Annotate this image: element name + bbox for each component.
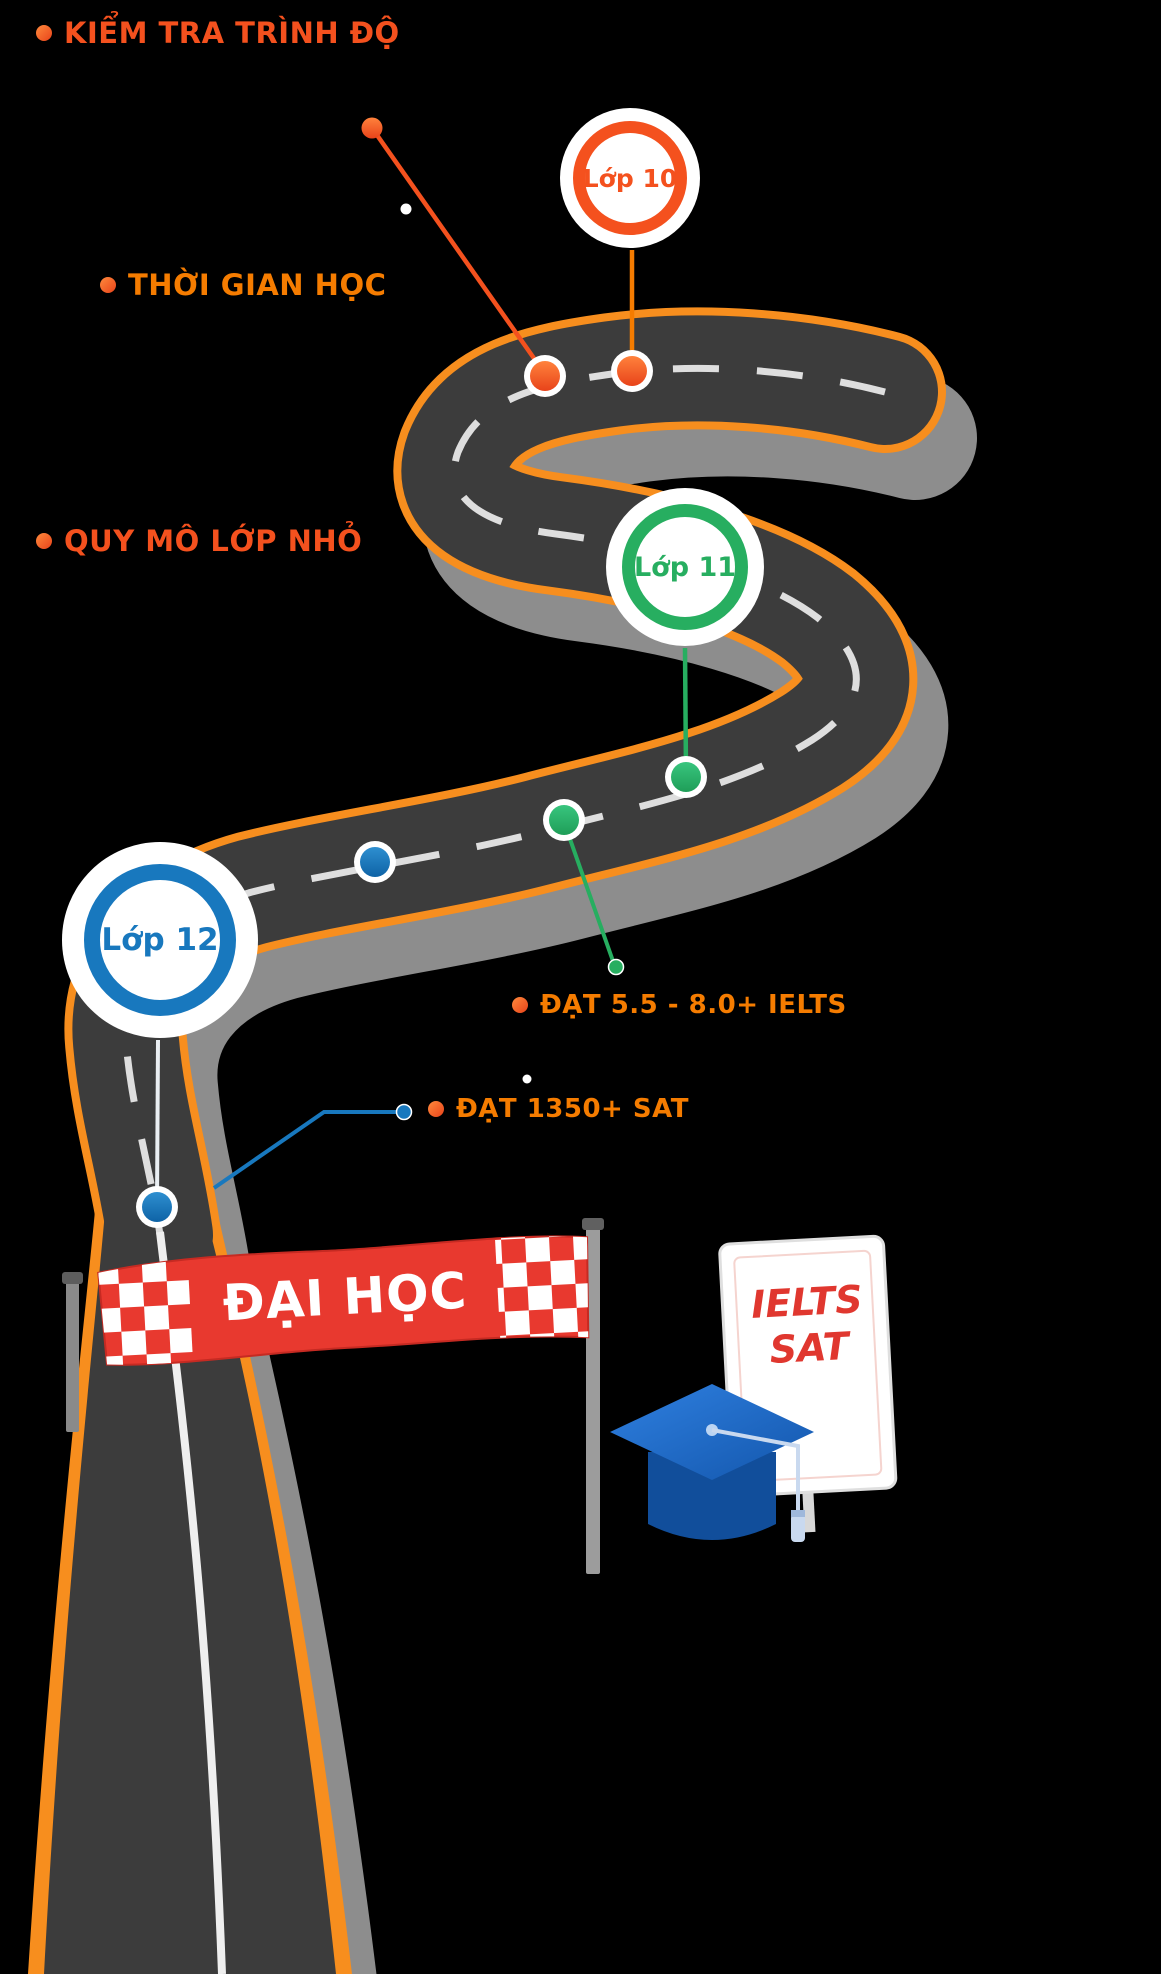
decor-dot-bottom (522, 1074, 532, 1084)
milestone-badge-lop-10: Lớp 10 (560, 108, 700, 248)
cap-tassel-ring (791, 1510, 805, 1517)
label-class-size-text: QUY MÔ LỚP NHỎ (64, 524, 363, 558)
right-pole (586, 1226, 600, 1574)
milestone-badge-lop-11: Lớp 11 (606, 488, 764, 646)
cap-tassel (791, 1514, 805, 1542)
left-pole (66, 1280, 79, 1432)
bullet-icon (100, 277, 116, 293)
connector-ielts (562, 821, 616, 965)
cap-base (648, 1452, 776, 1540)
sat-line-dot (395, 1103, 413, 1121)
label-study-time: THỜI GIAN HỌC (100, 268, 386, 302)
bullet-icon (36, 533, 52, 549)
milestone-badge-lop-12: Lớp 12 (62, 842, 258, 1038)
road-marker-dot-blue-2 (136, 1186, 178, 1228)
label-sat-goal: ĐẠT 1350+ SAT (428, 1094, 689, 1124)
sign-line2: SAT (768, 1323, 850, 1372)
bullet-icon (428, 1101, 444, 1117)
label-study-time-text: THỜI GIAN HỌC (128, 268, 387, 302)
connector-lop11 (682, 647, 689, 776)
road-centerline-dashed (121, 364, 886, 1236)
label-level-check: KIỂM TRA TRÌNH ĐỘ (36, 16, 400, 50)
finish-banner (96, 1232, 594, 1368)
connector-start-dot (361, 117, 383, 139)
connector-lop12 (155, 1039, 160, 1206)
milestone-badge-lop-11-label: Lớp 11 (622, 504, 748, 630)
milestone-badge-lop-12-label: Lớp 12 (84, 864, 236, 1016)
road-marker-dot-orange-1 (524, 355, 566, 397)
road-marker-dot-orange-2 (611, 350, 653, 392)
road-marker-dot-blue-1 (354, 841, 396, 883)
road-markers (136, 350, 707, 1228)
bullet-icon (36, 25, 52, 41)
label-level-check-text: KIỂM TRA TRÌNH ĐỘ (64, 16, 400, 50)
label-class-size: QUY MÔ LỚP NHỎ (36, 524, 362, 558)
right-pole-cap (582, 1218, 604, 1230)
road-surface (44, 315, 938, 1974)
sign-board-frame (733, 1249, 883, 1483)
graduation-cap-icon (610, 1384, 814, 1542)
decor-dot-top (400, 203, 412, 215)
sign-board-text: IELTS SAT (724, 1276, 893, 1376)
left-pole-cap (62, 1272, 83, 1284)
cap-tassel-cord (711, 1428, 800, 1516)
checkered-flag-pattern (97, 1233, 593, 1367)
connector-sat (212, 1110, 400, 1190)
ielts-line-dot (607, 958, 625, 976)
road-marker-dot-green-2 (543, 799, 585, 841)
road-marker-dot-green-1 (665, 756, 707, 798)
connector-level-check (370, 126, 547, 376)
milestone-badge-lop-10-label: Lớp 10 (573, 121, 687, 235)
bullet-icon (512, 997, 528, 1013)
label-sat-goal-text: ĐẠT 1350+ SAT (456, 1094, 689, 1124)
label-ielts-goal: ĐẠT 5.5 - 8.0+ IELTS (512, 990, 847, 1020)
banner-poles (62, 1218, 604, 1574)
label-ielts-goal-text: ĐẠT 5.5 - 8.0+ IELTS (540, 990, 847, 1020)
